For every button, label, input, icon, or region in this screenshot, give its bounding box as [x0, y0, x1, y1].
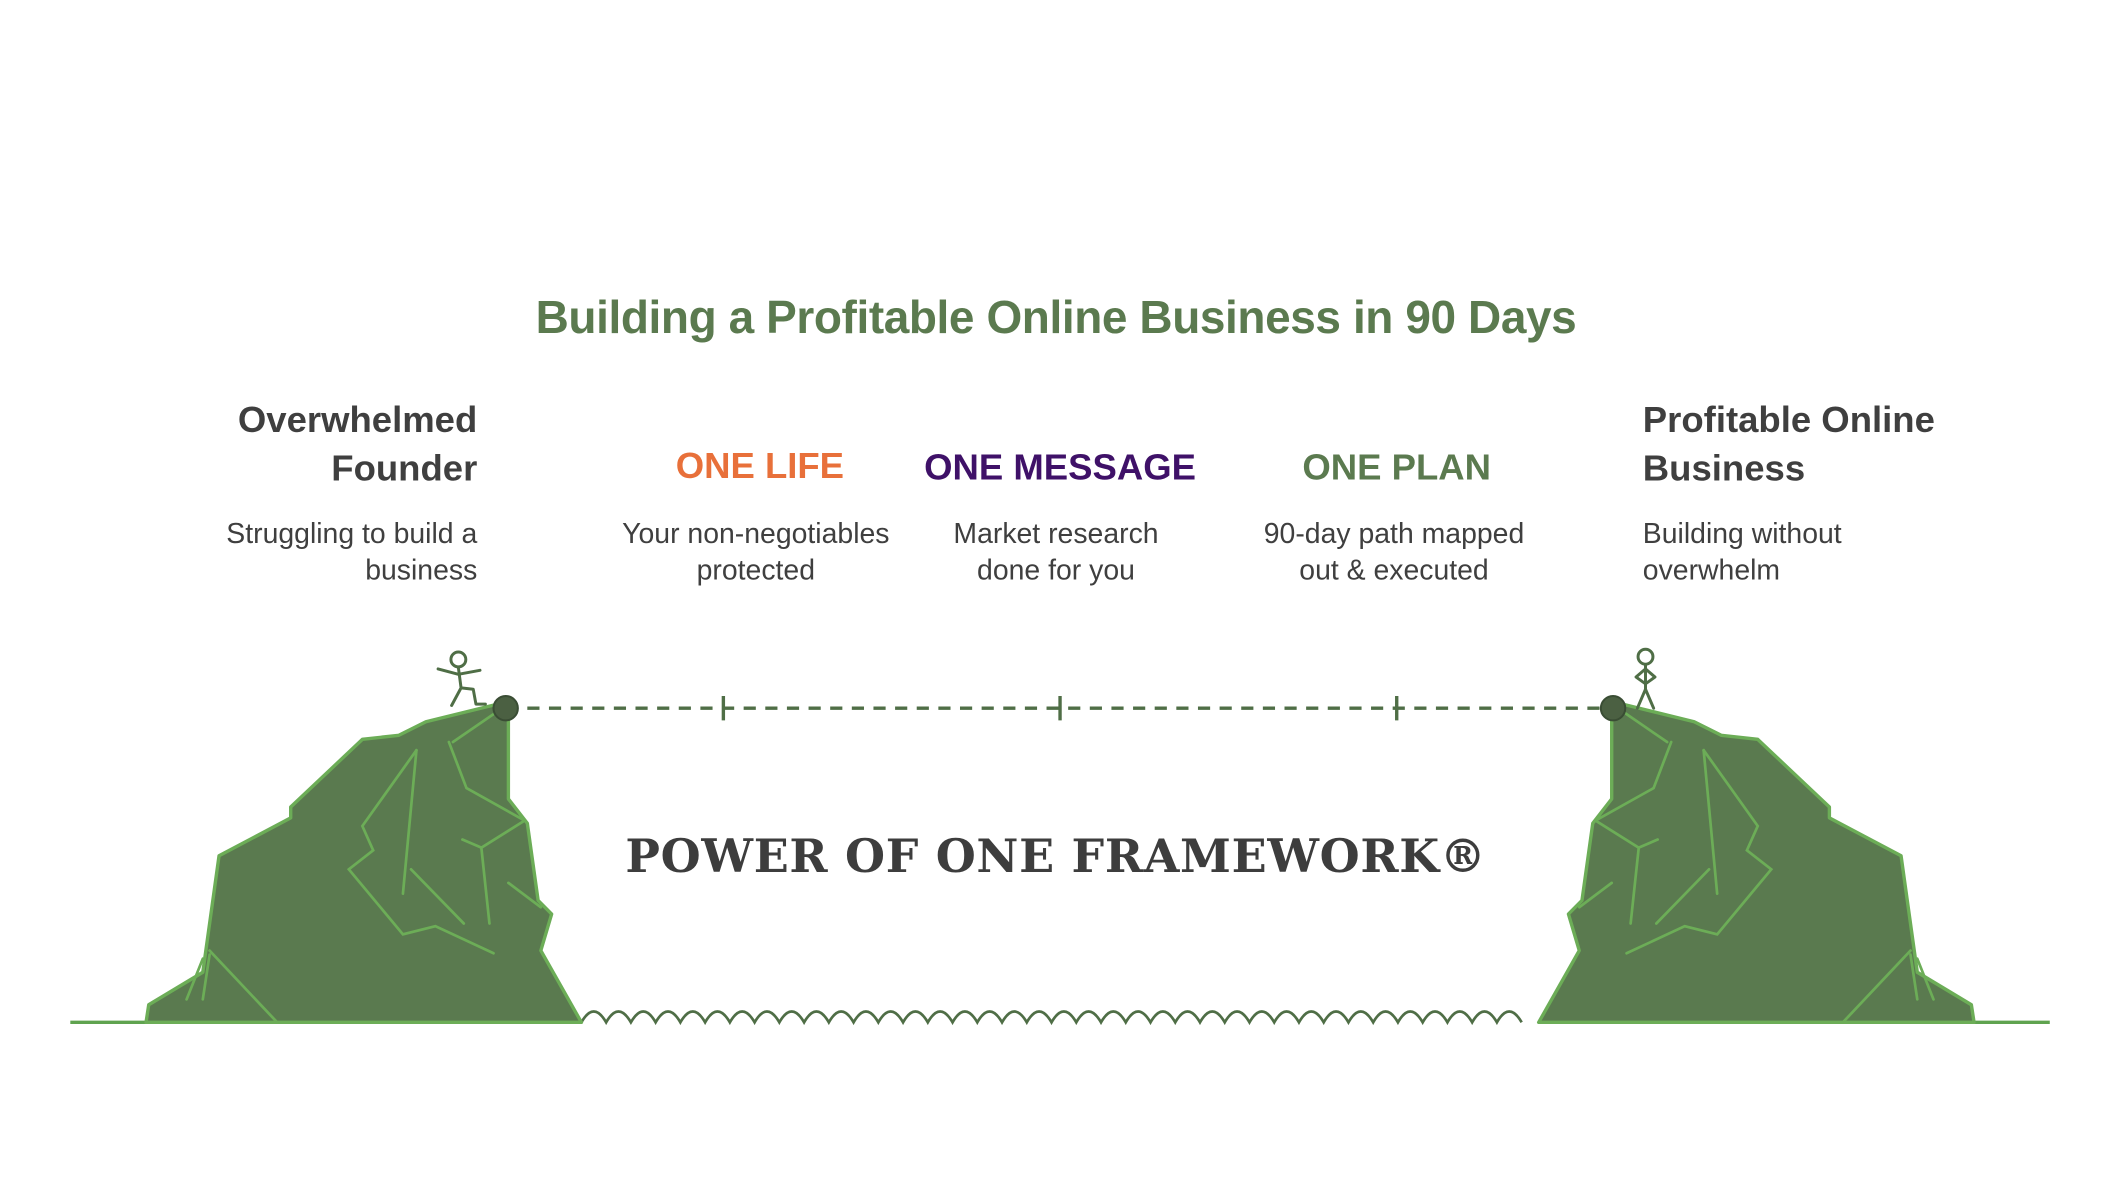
end-node	[1601, 696, 1625, 720]
end-description: Building without overwhelm	[1643, 516, 1842, 589]
end-title: Profitable Online Business	[1643, 395, 1935, 492]
diagram-title: Building a Profitable Online Business in…	[0, 292, 2112, 345]
start-description: Struggling to build a business	[226, 516, 477, 589]
stage-one-plan-description: 90-day path mapped out & executed	[1225, 516, 1563, 589]
stage-one-plan-label: ONE PLAN	[1234, 443, 1559, 492]
stage-one-life-desc-line1: Your non-negotiables	[587, 516, 925, 553]
stage-one-message-label: ONE MESSAGE	[898, 443, 1223, 492]
end-title-line1: Profitable Online	[1643, 395, 1935, 444]
start-title-line2: Founder	[238, 444, 477, 493]
stage-one-message-desc-line2: done for you	[887, 552, 1225, 589]
start-title-line1: Overwhelmed	[238, 395, 477, 444]
stage-one-plan-desc-line2: out & executed	[1225, 552, 1563, 589]
end-desc-line2: overwhelm	[1643, 552, 1842, 589]
successful-person-icon	[1636, 649, 1655, 708]
stage-one-message-desc-line1: Market research	[887, 516, 1225, 553]
water-wave	[581, 1012, 1521, 1023]
end-title-line2: Business	[1643, 444, 1935, 493]
stage-one-message-description: Market research done for you	[887, 516, 1225, 589]
stage-one-life-description: Your non-negotiables protected	[587, 516, 925, 589]
start-desc-line1: Struggling to build a	[226, 516, 477, 553]
start-desc-line2: business	[226, 552, 477, 589]
struggling-person-icon	[438, 652, 485, 705]
start-node	[494, 696, 518, 720]
framework-label: POWER OF ONE FRAMEWORK®	[0, 830, 2112, 884]
stage-one-plan-desc-line1: 90-day path mapped	[1225, 516, 1563, 553]
end-desc-line1: Building without	[1643, 516, 1842, 553]
stage-one-life-label: ONE LIFE	[598, 441, 923, 490]
stage-one-life-desc-line2: protected	[587, 552, 925, 589]
start-title: Overwhelmed Founder	[238, 395, 477, 492]
